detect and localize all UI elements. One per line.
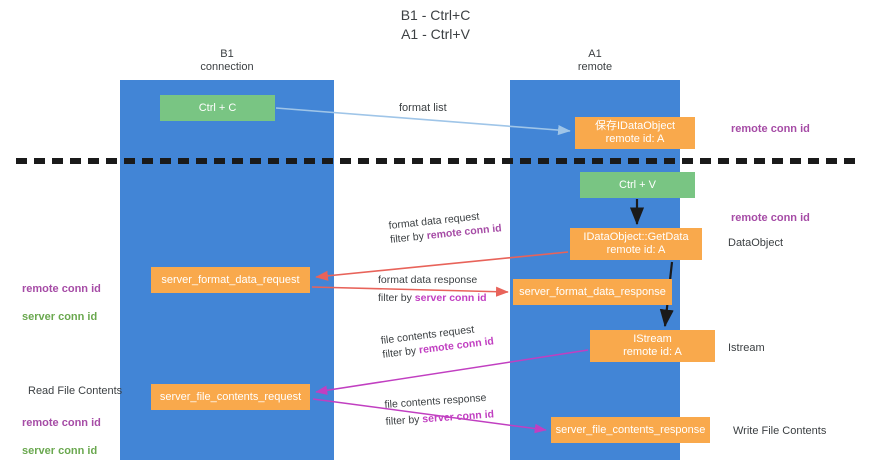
annotation-remote-conn-id: remote conn id [22, 283, 101, 295]
edge-label-format-list: format list [399, 102, 447, 114]
node-ctrl-c[interactable]: Ctrl + C [160, 95, 275, 121]
edge-label-line2-prefix: filter by [385, 413, 423, 428]
annotation-dataobject: DataObject [728, 237, 784, 249]
edge-label-key-server-conn-id: server conn id [414, 292, 487, 304]
annotation-write-file-contents: Write File Contents [733, 425, 827, 437]
annotation-remote-conn-id-mid: remote conn id [731, 212, 810, 224]
edge-label-line2-prefix: filter by [389, 230, 428, 246]
node-server-file-contents-request[interactable]: server_file_contents_request [151, 384, 310, 410]
node-idataobject-getdata[interactable]: IDataObject::GetData remote id: A [570, 228, 702, 260]
edge-label-line2-prefix: filter by [378, 292, 415, 304]
edge-label-key-server-conn-id: server conn id [421, 408, 495, 426]
edge-label-file-contents-request: file contents request filter by remote c… [380, 320, 495, 361]
node-server-file-contents-response[interactable]: server_file_contents_response [551, 417, 710, 443]
node-idataobject[interactable]: 保存IDataObject remote id: A [575, 117, 695, 149]
edge-label-file-contents-response: file contents response filter by server … [384, 390, 494, 428]
node-istream[interactable]: IStream remote id: A [590, 330, 715, 362]
annotation-remote-conn-id: remote conn id [22, 417, 101, 429]
edge-label-line2-prefix: filter by [381, 344, 420, 361]
node-server-format-data-request[interactable]: server_format_data_request [151, 267, 310, 293]
annotation-left-ids-bottom: remote conn id server conn id [22, 402, 101, 472]
annotation-left-ids-mid: remote conn id server conn id [22, 268, 101, 338]
annotation-read-file-contents: Read File Contents [28, 385, 123, 397]
node-ctrl-v[interactable]: Ctrl + V [580, 172, 695, 198]
edge-label-line1: format data response [378, 274, 478, 286]
edge-label-format-data-response: format data response filter by server co… [378, 273, 487, 305]
annotation-server-conn-id: server conn id [22, 311, 98, 323]
edge-label-format-data-request: format data request filter by remote con… [388, 207, 502, 247]
lane-header-b1: B1 connection [200, 48, 254, 73]
annotation-remote-conn-id-top: remote conn id [731, 123, 810, 135]
annotation-istream: Istream [728, 342, 765, 354]
diagram-title: B1 - Ctrl+C A1 - Ctrl+V [400, 7, 471, 42]
annotation-server-conn-id: server conn id [22, 445, 98, 457]
node-server-format-data-response[interactable]: server_format_data_response [513, 279, 672, 305]
lane-header-a1: A1 remote [577, 48, 613, 73]
